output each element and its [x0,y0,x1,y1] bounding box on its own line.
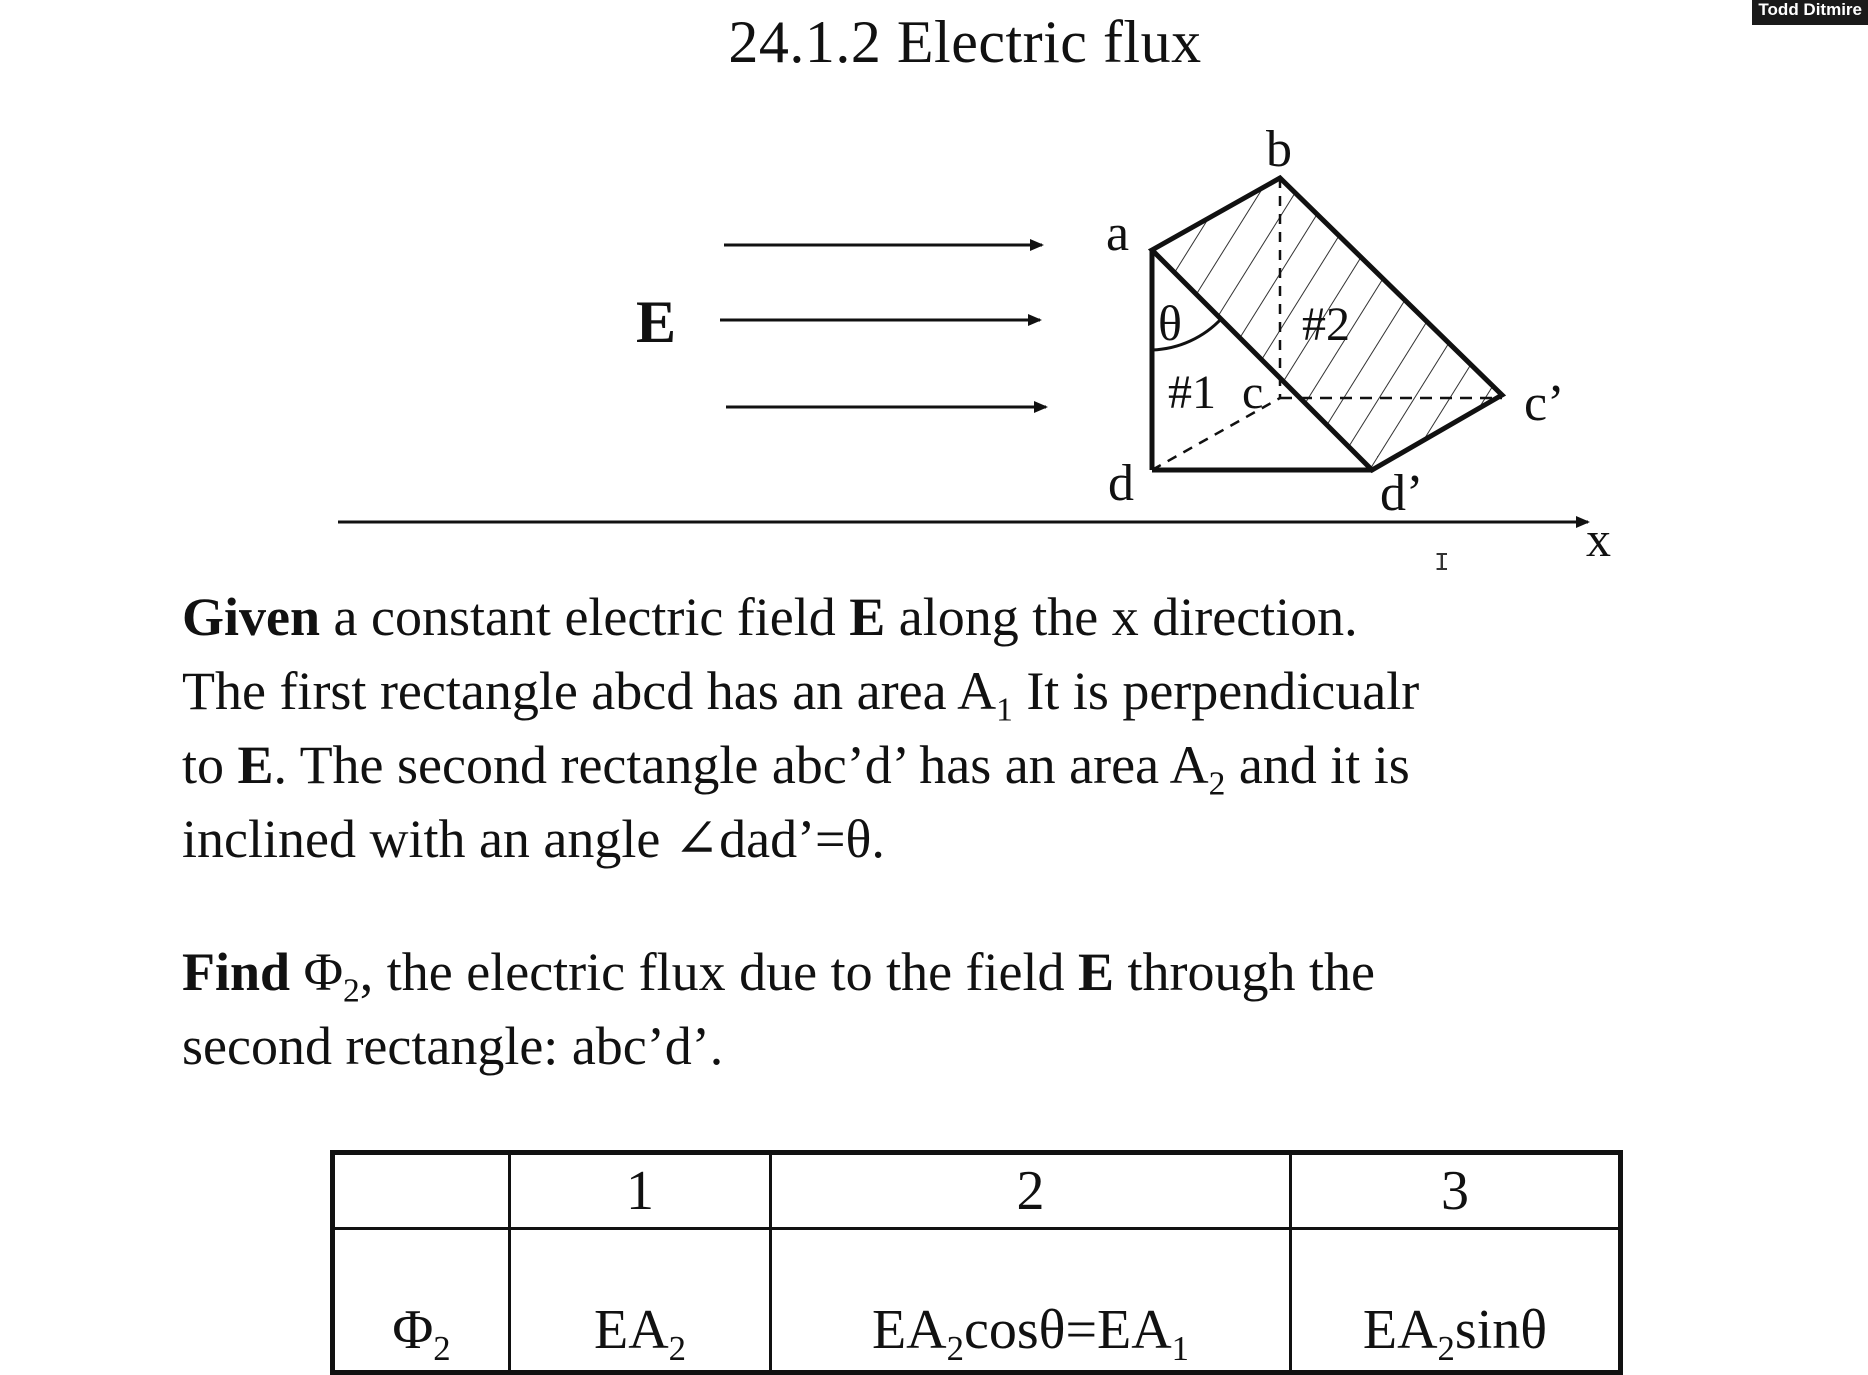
given-bold-word: Given [182,587,321,647]
given-line-3: to E. The second rectangle abc’d’ has an… [182,735,1410,803]
rectangle-2-outline [1147,174,1507,474]
given-paragraph: Given a constant electric field E along … [182,580,1419,876]
point-label-d-prime: d’ [1380,465,1423,522]
point-label-d: d [1108,455,1134,512]
answer-options-table: 1 2 3 Φ2 EA2 EA2cosθ=EA1 EA2sinθ [330,1150,1623,1375]
given-line-1: Given a constant electric field E along … [182,587,1358,647]
electric-flux-diagram: E x a b c c’ d d’ θ #1 #2 [338,121,1611,567]
rectangle-1-label: #1 [1168,366,1216,419]
presenter-name-tag: Todd Ditmire [1752,0,1868,25]
slide-title: 24.1.2 Electric flux [728,9,1202,75]
table-header-cell: 3 [1289,1151,1622,1230]
angle-theta-label: θ [1158,295,1182,351]
find-paragraph: Find Φ2, the electric flux due to the fi… [182,935,1375,1083]
point-label-c-prime: c’ [1524,375,1564,432]
field-symbol: E [1078,942,1115,1002]
option-1-cell: EA2 [508,1227,772,1374]
field-symbol: E [237,735,274,795]
field-symbol: E [849,587,886,647]
table-header-cell [331,1151,511,1230]
point-label-c: c [1242,366,1263,419]
table-header-cell: 1 [508,1151,772,1230]
x-axis-label: x [1586,511,1611,567]
edge-dc-dashed [1151,396,1281,472]
row-label-phi2: Φ2 [331,1227,511,1374]
rectangle-2-hatching [1152,178,1502,470]
text-cursor-icon: I [1434,548,1450,578]
find-bold-word: Find [182,942,291,1002]
rectangle-2-label: #2 [1302,298,1350,351]
find-line-1: Find Φ2, the electric flux due to the fi… [182,942,1375,1010]
angle-theta-arc [1151,316,1224,352]
option-2-cell: EA2cosθ=EA1 [769,1227,1292,1374]
table-header-row: 1 2 3 [331,1151,1622,1230]
find-line-2: second rectangle: abc’d’. [182,1016,724,1076]
table-header-cell: 2 [769,1151,1292,1230]
point-label-a: a [1106,205,1129,262]
option-3-cell: EA2sinθ [1289,1227,1622,1374]
given-line-2: The first rectangle abcd has an area A1 … [182,661,1420,729]
point-label-b: b [1266,121,1292,178]
table-row: Φ2 EA2 EA2cosθ=EA1 EA2sinθ [331,1227,1622,1374]
given-line-4: inclined with an angle ∠dad’=θ. [182,809,885,869]
field-label: E [636,289,676,355]
